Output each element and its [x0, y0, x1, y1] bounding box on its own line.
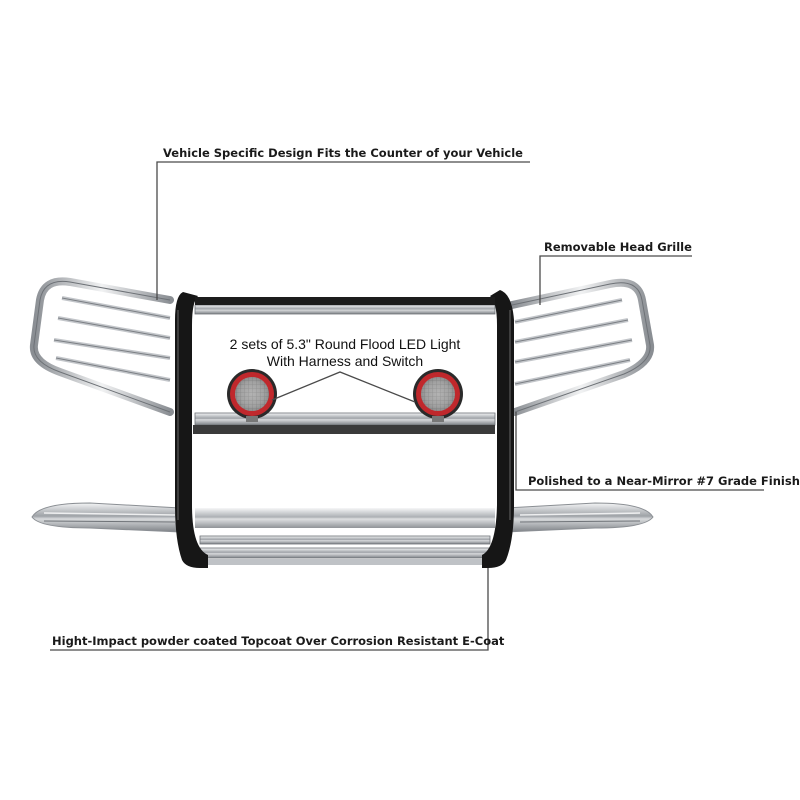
leader-vehicle-specific [156, 161, 530, 300]
leader-head-grille [539, 255, 692, 305]
left-wing-grille [29, 277, 174, 416]
callout-polished-finish: Polished to a Near-Mirror #7 Grade Finis… [528, 474, 800, 488]
top-cross-bar [195, 297, 495, 305]
led-lights-line1: 2 sets of 5.3" Round Flood LED Light [229, 336, 461, 352]
callout-head-grille: Removable Head Grille [544, 240, 692, 254]
right-led-light [413, 369, 463, 422]
leader-powder-coat [50, 568, 489, 651]
center-grille [193, 304, 496, 565]
left-led-light [227, 369, 277, 422]
lower-bumper-wings [31, 502, 654, 533]
left-black-upright [175, 292, 208, 568]
leader-lights [271, 371, 416, 403]
right-black-upright [482, 290, 514, 568]
led-lights-line2: With Harness and Switch [266, 353, 424, 369]
leader-lines [50, 161, 764, 651]
callout-led-lights: 2 sets of 5.3" Round Flood LED Light Wit… [225, 336, 465, 370]
callout-vehicle-specific: Vehicle Specific Design Fits the Counter… [163, 146, 523, 160]
leader-polished [515, 412, 764, 491]
callout-powder-coat: Hight-Impact powder coated Topcoat Over … [52, 634, 505, 648]
right-wing-grille [508, 278, 655, 416]
